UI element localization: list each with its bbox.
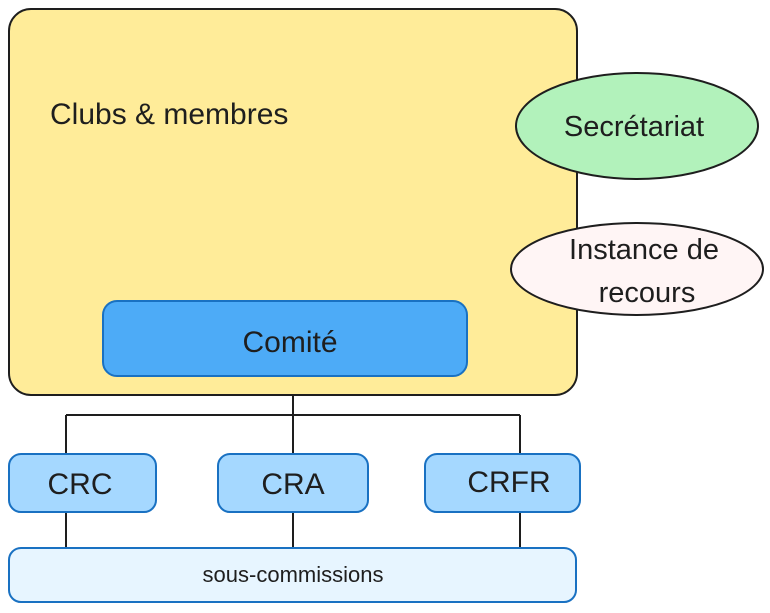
comite-box	[102, 300, 468, 377]
secretariat-ellipse	[515, 72, 759, 180]
secretariat-label: Secrétariat	[564, 111, 704, 143]
crfr-label: CRFR	[467, 466, 550, 499]
crc-label: CRC	[48, 468, 113, 501]
sous-commissions-box	[8, 547, 577, 603]
comite-label: Comité	[242, 326, 337, 359]
instance-label-line1: Instance de	[569, 234, 719, 266]
crc-box	[8, 453, 157, 513]
instance-de-recours-ellipse	[510, 222, 764, 316]
clubs-label: Clubs & membres	[50, 98, 288, 131]
crfr-box	[424, 453, 581, 513]
instance-label-line2: recours	[599, 277, 696, 309]
clubs-box	[8, 8, 578, 396]
connectors	[65, 376, 521, 548]
cra-box	[217, 453, 369, 513]
cra-label: CRA	[261, 468, 324, 501]
sous-commissions-label: sous-commissions	[203, 562, 384, 587]
